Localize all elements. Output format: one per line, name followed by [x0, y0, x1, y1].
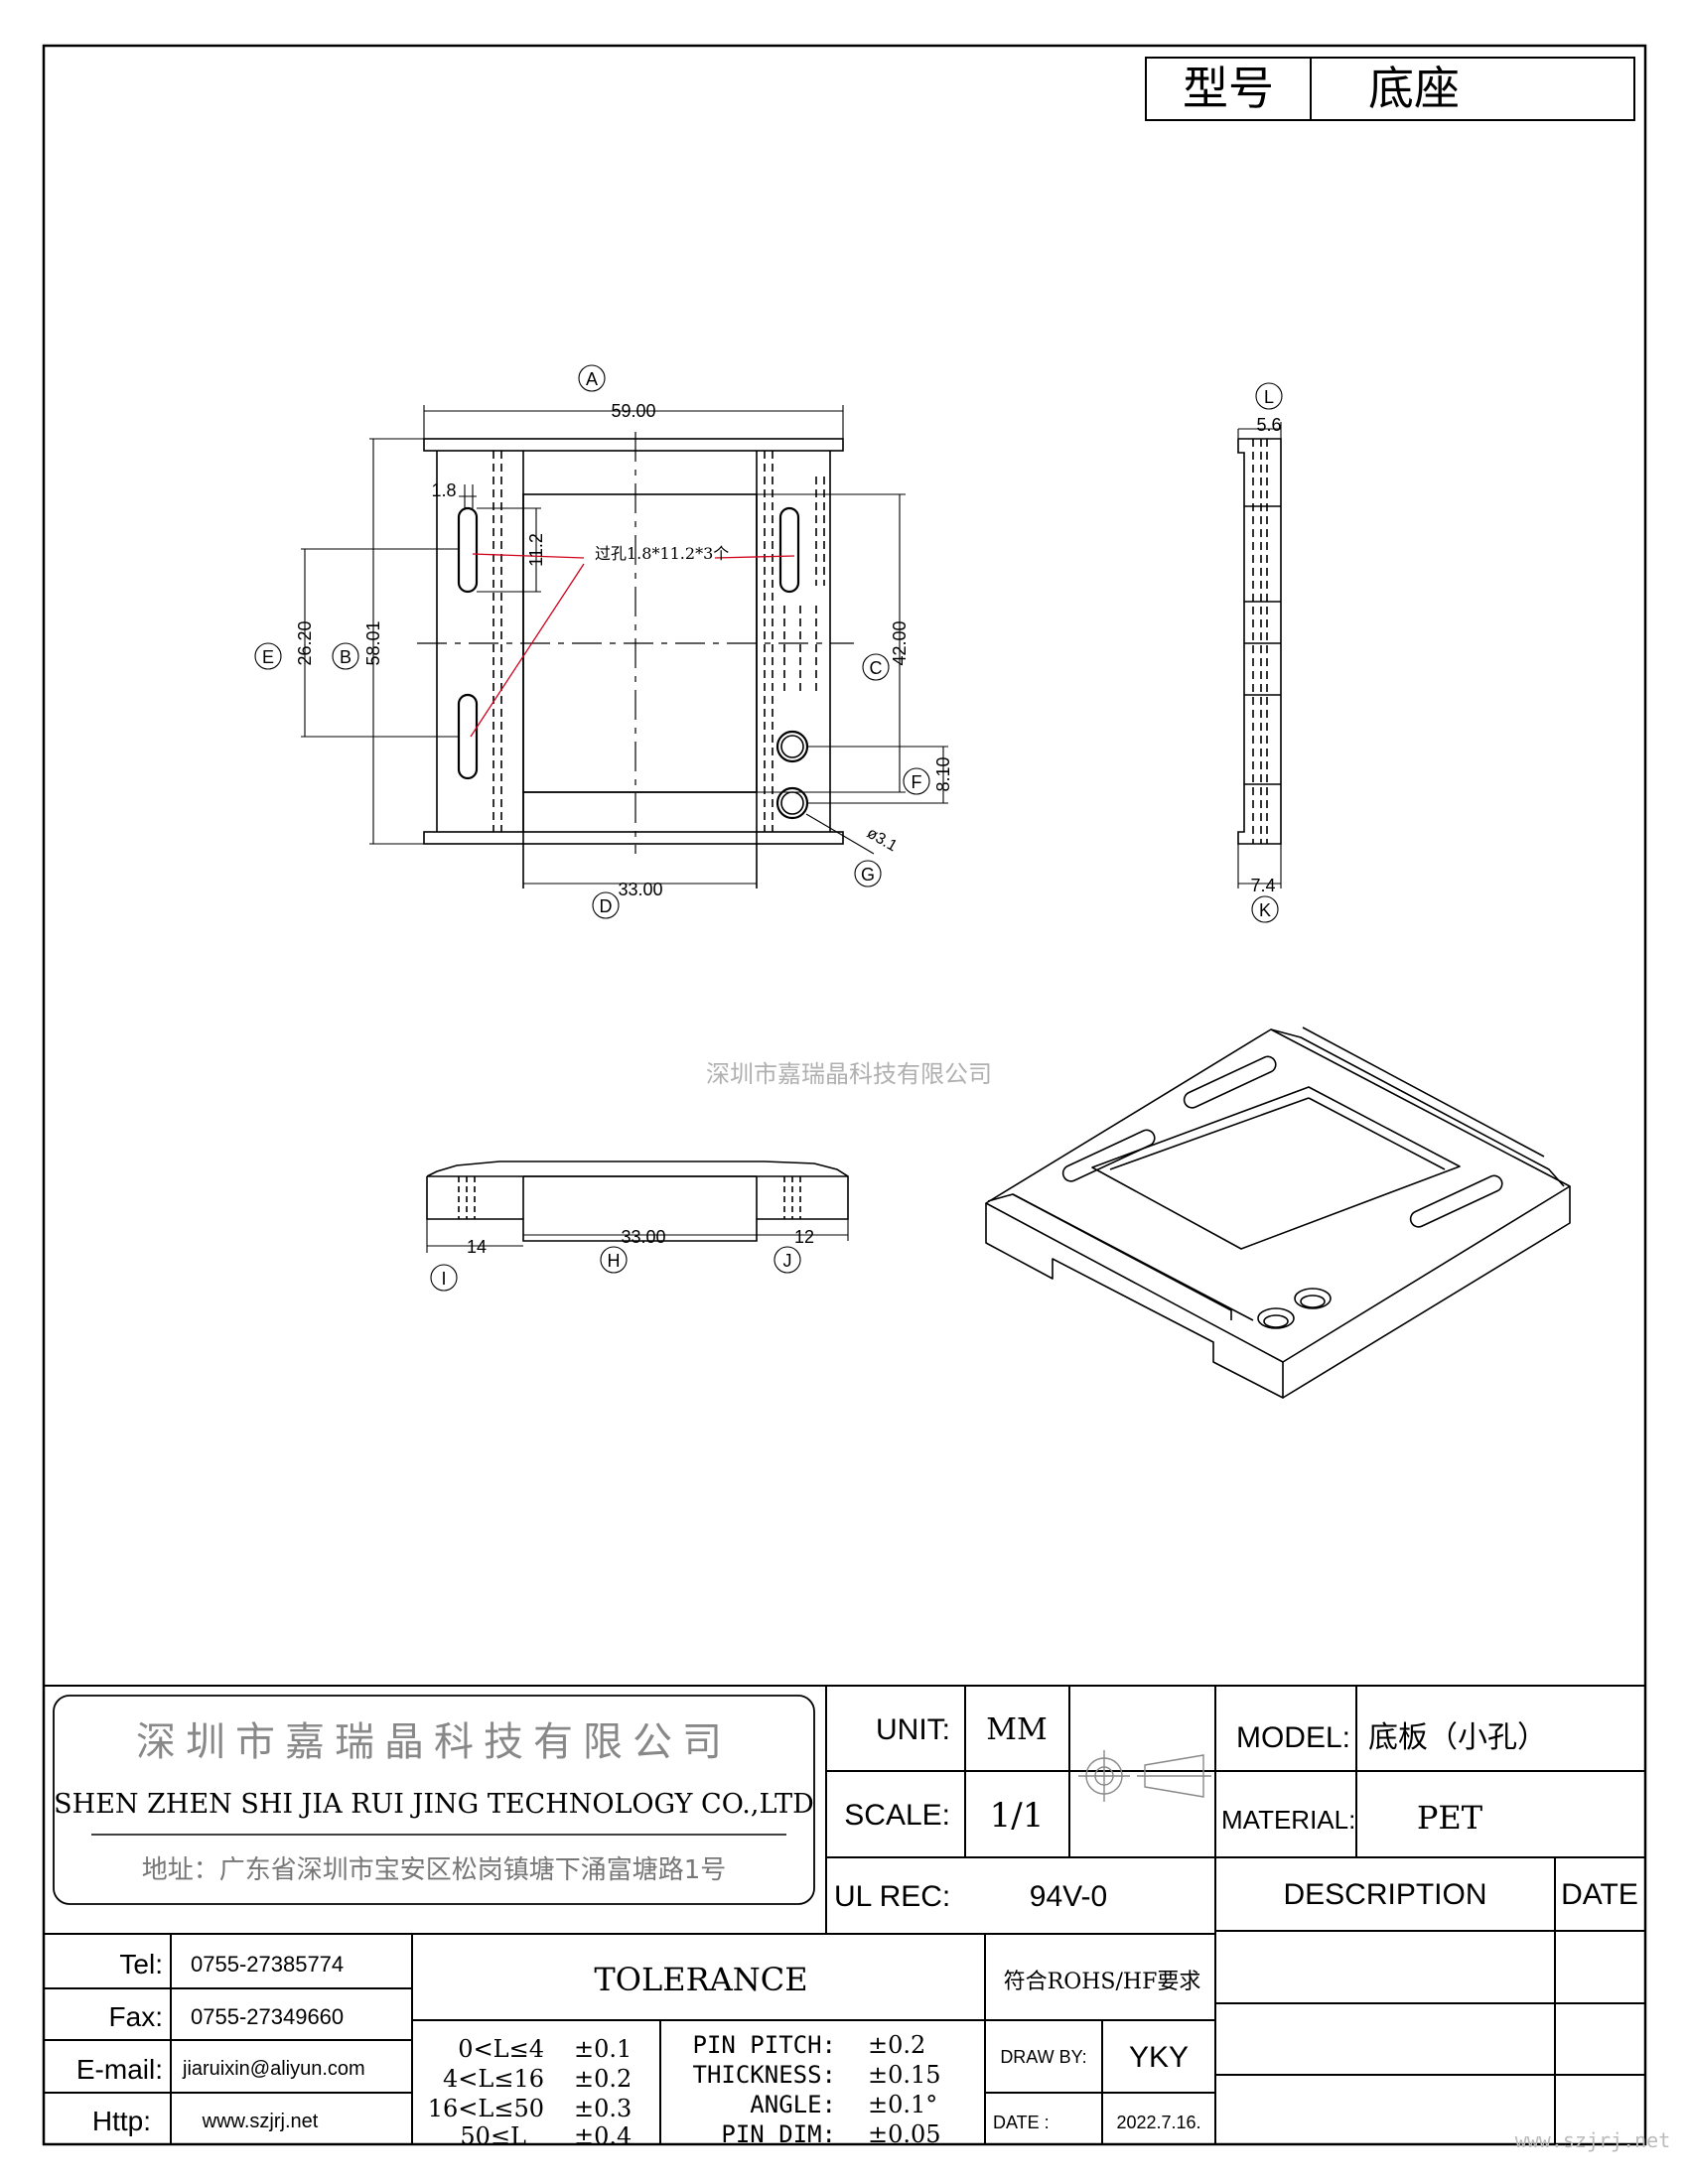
top-view-labels: A B E C F G D 59.00 33.00 1.8 过孔1.8*11.2… [262, 369, 953, 916]
label-k: K [1259, 900, 1271, 920]
label-i: I [441, 1269, 446, 1289]
scale-label: SCALE: [844, 1799, 950, 1832]
front-view-labels: I H J 14 33.00 12 [441, 1227, 814, 1289]
isometric-view [985, 1026, 1571, 1399]
label-c: C [870, 658, 883, 678]
slot-left-bottom [457, 693, 479, 780]
dim-slot-width: 1.8 [431, 480, 456, 500]
label-j: J [783, 1251, 792, 1271]
fax-label: Fax: [109, 2001, 163, 2032]
unit-value: MM [986, 1712, 1047, 1747]
material-value: PET [1417, 1799, 1483, 1837]
watermark: 深圳市嘉瑞晶科技有限公司 [706, 1060, 992, 1088]
tol-range-4: 50≤L [460, 2122, 526, 2150]
ul-value: 94V-0 [1030, 1880, 1107, 1913]
bottom-rail [423, 831, 844, 845]
header-model-value: 底座 [1368, 62, 1460, 115]
date-value: 2022.7.16. [1116, 2113, 1200, 2132]
dim-side-top: 5.6 [1256, 415, 1281, 435]
side-view [1237, 382, 1283, 923]
label-g: G [861, 865, 875, 885]
dim-inner-width: 33.00 [618, 880, 662, 899]
date-col-label: DATE [1561, 1878, 1638, 1911]
drawing-border [42, 44, 1647, 2146]
tolerance-title: TOLERANCE [594, 1961, 807, 1998]
draw-by-label: DRAW BY: [1000, 2047, 1086, 2067]
label-f: F [912, 772, 922, 792]
title-block [44, 1685, 1645, 2144]
top-view [417, 432, 854, 888]
company-en: SHEN ZHEN SHI JIA RUI JING TECHNOLOGY CO… [54, 1789, 814, 1820]
draw-by-value: YKY [1129, 2041, 1189, 2074]
dim-hole-spacing: 8.10 [933, 756, 953, 791]
tel-label: Tel: [119, 1949, 163, 1979]
fax-value: 0755-27349660 [191, 2004, 344, 2029]
dim-width: 59.00 [611, 401, 655, 421]
label-b: B [340, 647, 352, 667]
http-label: Http: [92, 2106, 151, 2136]
tol-val-4: ±0.4 [574, 2122, 632, 2150]
material-label: MATERIAL: [1221, 1805, 1355, 1835]
ul-label: UL REC: [834, 1880, 950, 1913]
label-l: L [1264, 387, 1274, 407]
label-a: A [586, 369, 598, 389]
spec-val-1: ±0.2 [868, 2031, 925, 2059]
hole-note: 过孔1.8*11.2*3个 [595, 544, 729, 563]
company-address: 地址：广东省深圳市宝安区松岗镇塘下涌富塘路1号 [142, 1855, 727, 1885]
website-footer: www.szjrj.net [1515, 2128, 1671, 2152]
dim-slot-length: 11.2 [526, 533, 546, 567]
front-view [426, 1160, 849, 1292]
dim-front-right: 12 [794, 1227, 814, 1247]
side-view-labels: L K 5.6 7.4 [1250, 387, 1281, 920]
tol-val-3: ±0.3 [574, 2095, 632, 2122]
spec-val-3: ±0.1° [868, 2091, 937, 2118]
description-label: DESCRIPTION [1283, 1878, 1486, 1911]
dim-side-bottom: 7.4 [1250, 876, 1275, 895]
label-h: H [608, 1251, 621, 1271]
slot-right [778, 506, 800, 594]
tol-range-1: 0<L≤4 [458, 2035, 544, 2063]
header-model-label: 型号 [1183, 62, 1274, 115]
hole-note-leaders [470, 553, 795, 738]
slot-left-top [457, 506, 479, 594]
dim-slot-spacing: 26.20 [295, 620, 315, 665]
company-cn: 深圳市嘉瑞晶科技有限公司 [136, 1719, 732, 1765]
spec-label-2: THICKNESS: [693, 2061, 837, 2089]
tol-range-2: 4<L≤16 [443, 2065, 544, 2093]
spec-val-4: ±0.05 [868, 2120, 941, 2148]
projection-symbol-icon [1078, 1750, 1211, 1802]
http-value: www.szjrj.net [202, 2111, 319, 2132]
email-value: jiaruixin@aliyun.com [182, 2058, 365, 2080]
tol-range-3: 16<L≤50 [428, 2095, 544, 2122]
spec-label-1: PIN PITCH: [693, 2031, 837, 2059]
date-label: DATE : [993, 2113, 1050, 2132]
email-label: E-mail: [76, 2054, 163, 2085]
dim-front-mid: 33.00 [621, 1227, 665, 1247]
rohs-note: 符合ROHS/HF要求 [1004, 1970, 1201, 1994]
tol-val-1: ±0.1 [574, 2035, 632, 2063]
scale-value: 1/1 [990, 1796, 1045, 1836]
unit-label: UNIT: [876, 1713, 950, 1746]
dim-height: 58.01 [363, 620, 383, 665]
model-header: 型号 底座 [1145, 57, 1635, 121]
top-view-dimensions [254, 364, 948, 919]
spec-label-4: PIN DIM: [721, 2120, 836, 2148]
tel-value: 0755-27385774 [191, 1952, 344, 1977]
title-block-text: 深圳市嘉瑞晶科技有限公司 SHEN ZHEN SHI JIA RUI JING … [54, 1712, 1638, 2150]
dim-front-left: 14 [467, 1237, 487, 1257]
tol-val-2: ±0.2 [574, 2065, 632, 2093]
dim-inner-height: 42.00 [890, 620, 910, 665]
model-label: MODEL: [1236, 1721, 1350, 1754]
top-rail [423, 438, 844, 452]
label-d: D [600, 896, 613, 916]
label-e: E [262, 647, 274, 667]
spec-label-3: ANGLE: [750, 2091, 836, 2118]
spec-val-2: ±0.15 [868, 2061, 941, 2089]
model-value: 底板（小孔） [1368, 1720, 1547, 1755]
